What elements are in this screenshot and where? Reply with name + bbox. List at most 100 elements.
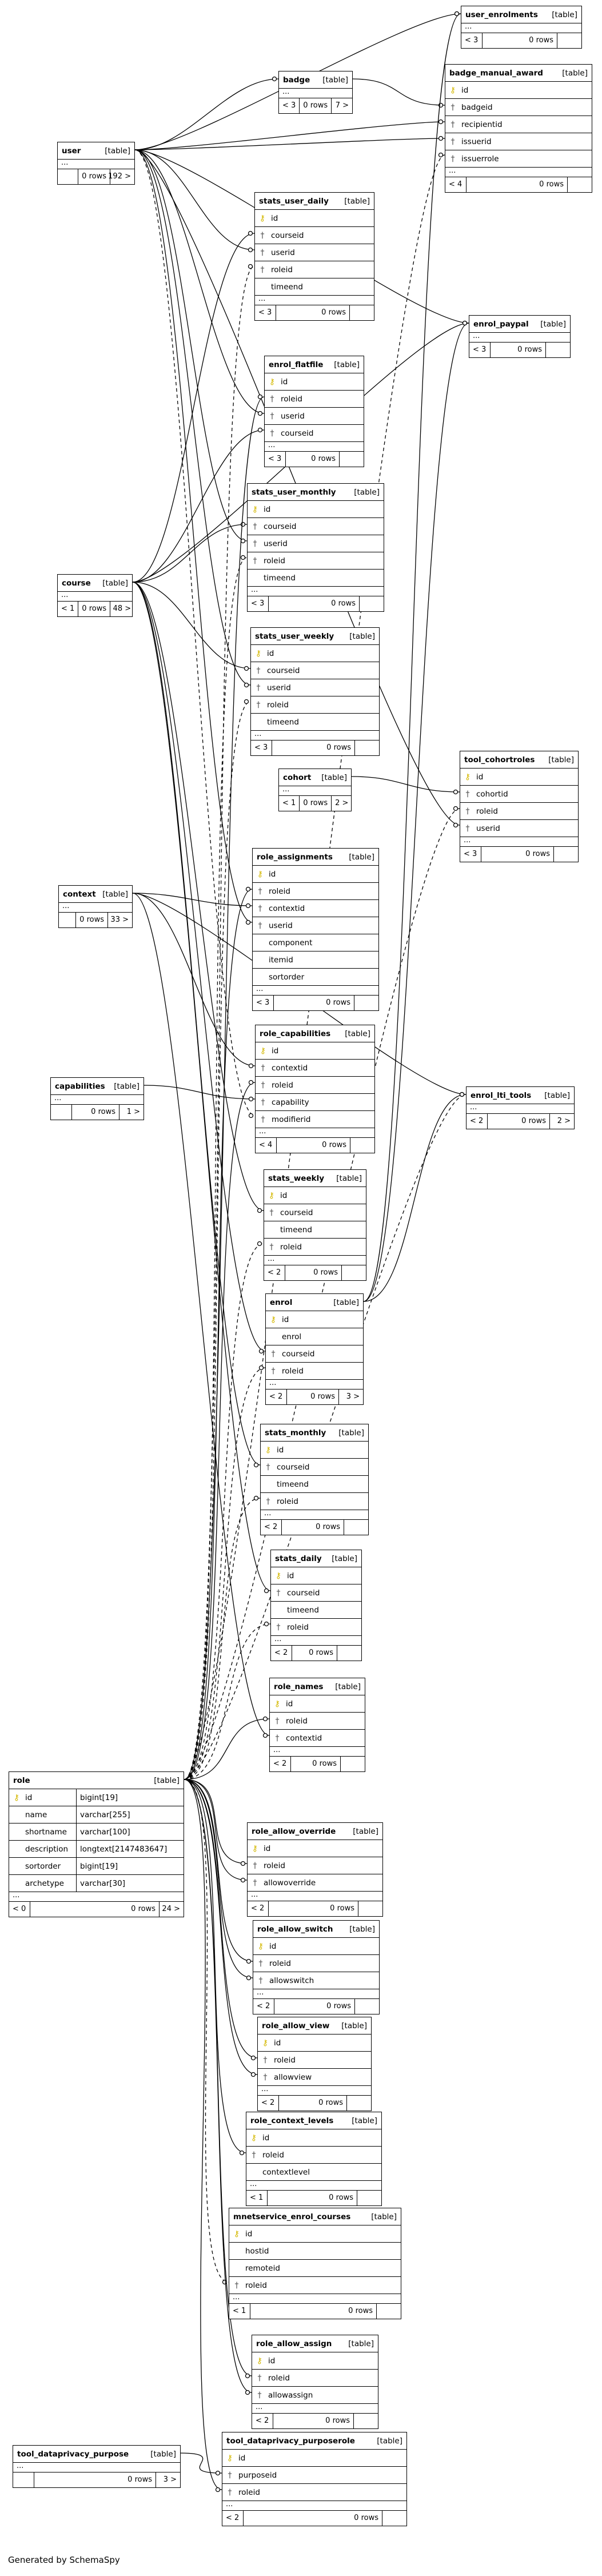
children-count[interactable]: 1 > [126, 1108, 140, 1116]
children-count[interactable]: 24 > [162, 1905, 180, 1913]
parents-count[interactable] [58, 169, 79, 184]
parents-count[interactable]: < 2 [248, 1901, 269, 1916]
children-count[interactable] [337, 1646, 361, 1661]
table-name[interactable]: role_context_levels [250, 2116, 334, 2125]
table-role-capabilities[interactable]: role_capabilities[table]⚷id†contextid†ro… [255, 1025, 375, 1153]
column-row[interactable]: †cohortid [460, 786, 578, 803]
children-count[interactable]: 3 > [346, 1392, 360, 1401]
column-row[interactable]: timeend [271, 1602, 361, 1619]
column-row[interactable]: †courseid [251, 662, 379, 679]
children-count[interactable] [557, 33, 581, 48]
table-name[interactable]: stats_user_daily [259, 196, 329, 206]
column-row[interactable]: ⚷id [253, 1938, 379, 1955]
children-count[interactable]: 48 > [113, 604, 131, 613]
parents-count[interactable]: < 3 [279, 98, 300, 113]
column-row[interactable]: †userid [251, 679, 379, 696]
children-count[interactable] [382, 2511, 406, 2526]
table-tool-dataprivacy-purposerole[interactable]: tool_dataprivacy_purposerole[table]⚷id†p… [222, 2432, 407, 2526]
column-row[interactable]: timeend [261, 1476, 368, 1493]
table-stats-user-monthly[interactable]: stats_user_monthly[table]⚷id†courseid†us… [247, 483, 384, 612]
column-row[interactable]: ⚷id [258, 2034, 371, 2052]
column-row[interactable]: †badgeid [445, 99, 592, 116]
table-name[interactable]: stats_daily [275, 1554, 322, 1563]
parents-count[interactable]: < 1 [229, 2304, 250, 2319]
parents-count[interactable]: < 2 [258, 2096, 279, 2111]
table-name[interactable]: badge [283, 75, 310, 85]
column-row[interactable]: enrol [266, 1328, 363, 1345]
column-row[interactable]: ⚷id [222, 2450, 406, 2467]
column-row[interactable]: ⚷id [252, 2352, 378, 2370]
children-count[interactable]: 3 > [163, 2475, 177, 2484]
children-count[interactable] [350, 305, 374, 320]
column-row[interactable]: †roleid [248, 552, 384, 570]
parents-count[interactable] [51, 1105, 72, 1120]
column-row[interactable]: †allowswitch [253, 1972, 379, 1989]
children-count[interactable]: 7 > [335, 101, 349, 110]
parents-count[interactable]: < 0 [9, 1902, 30, 1917]
column-row[interactable]: †roleid [256, 1077, 374, 1094]
table-name[interactable]: context [63, 889, 96, 899]
table-name[interactable]: role_names [274, 1682, 324, 1691]
table-stats-user-weekly[interactable]: stats_user_weekly[table]⚷id†courseid†use… [250, 627, 380, 756]
column-row[interactable]: †allowoverride [248, 1874, 382, 1892]
children-count[interactable] [354, 2414, 378, 2428]
table-name[interactable]: stats_user_weekly [255, 631, 334, 641]
children-count[interactable] [342, 1265, 366, 1280]
table-name[interactable]: role [13, 1775, 30, 1785]
column-row[interactable]: †roleid [252, 2370, 378, 2387]
column-row[interactable]: †roleid [270, 1713, 365, 1730]
parents-count[interactable] [59, 913, 77, 927]
table-role-allow-override[interactable]: role_allow_override[table]⚷id†roleid†all… [247, 1822, 383, 1917]
column-row[interactable]: ⚷id [264, 1187, 366, 1204]
parents-count[interactable]: < 3 [248, 596, 269, 611]
column-row[interactable]: remoteid [229, 2260, 401, 2277]
column-row[interactable]: ⚷id [460, 769, 578, 786]
column-row[interactable]: ⚷id [246, 2129, 381, 2147]
table-name[interactable]: course [62, 578, 91, 588]
parents-count[interactable]: < 3 [460, 847, 481, 862]
parents-count[interactable]: < 2 [271, 1646, 292, 1661]
children-count[interactable] [341, 1757, 365, 1771]
column-row[interactable]: †allowassign [252, 2387, 378, 2404]
children-count[interactable]: 2 > [557, 1117, 571, 1125]
table-role-allow-assign[interactable]: role_allow_assign[table]⚷id†roleid†allow… [252, 2335, 378, 2429]
column-row[interactable]: †userid [253, 917, 378, 934]
table-name[interactable]: enrol_flatfile [269, 360, 324, 369]
table-tool-dataprivacy-purpose[interactable]: tool_dataprivacy_purpose[table]...0 rows… [13, 2445, 181, 2488]
column-row[interactable]: †courseid [255, 227, 374, 244]
column-row[interactable]: †roleid [222, 2484, 406, 2501]
parents-count[interactable]: < 2 [264, 1265, 285, 1280]
column-row[interactable]: timeend [251, 714, 379, 731]
column-row[interactable]: †roleid [258, 2052, 371, 2069]
parents-count[interactable]: < 2 [467, 1114, 488, 1129]
column-row[interactable]: hostid [229, 2243, 401, 2260]
column-row[interactable]: component [253, 934, 378, 951]
parents-count[interactable]: < 3 [255, 305, 276, 320]
table-badge-manual-award[interactable]: badge_manual_award[table]⚷id†badgeid†rec… [445, 64, 592, 193]
parents-count[interactable]: < 2 [266, 1389, 287, 1404]
column-row[interactable]: †courseid [266, 1345, 363, 1363]
column-row[interactable]: sortorder [253, 969, 378, 986]
children-count[interactable] [355, 1999, 379, 2014]
column-row[interactable]: ⚷id [266, 1311, 363, 1328]
parents-count[interactable]: < 1 [58, 602, 79, 616]
column-row[interactable]: †contextid [270, 1730, 365, 1747]
table-role-assignments[interactable]: role_assignments[table]⚷id†roleid†contex… [252, 848, 379, 1011]
table-role-names[interactable]: role_names[table]⚷id†roleid†contextid...… [269, 1678, 365, 1772]
column-row[interactable]: †contextid [256, 1060, 374, 1077]
table-name[interactable]: role_allow_override [252, 1826, 336, 1836]
column-row[interactable]: †roleid [264, 1239, 366, 1256]
column-row[interactable]: †roleid [253, 883, 378, 900]
table-name[interactable]: user [62, 146, 81, 156]
